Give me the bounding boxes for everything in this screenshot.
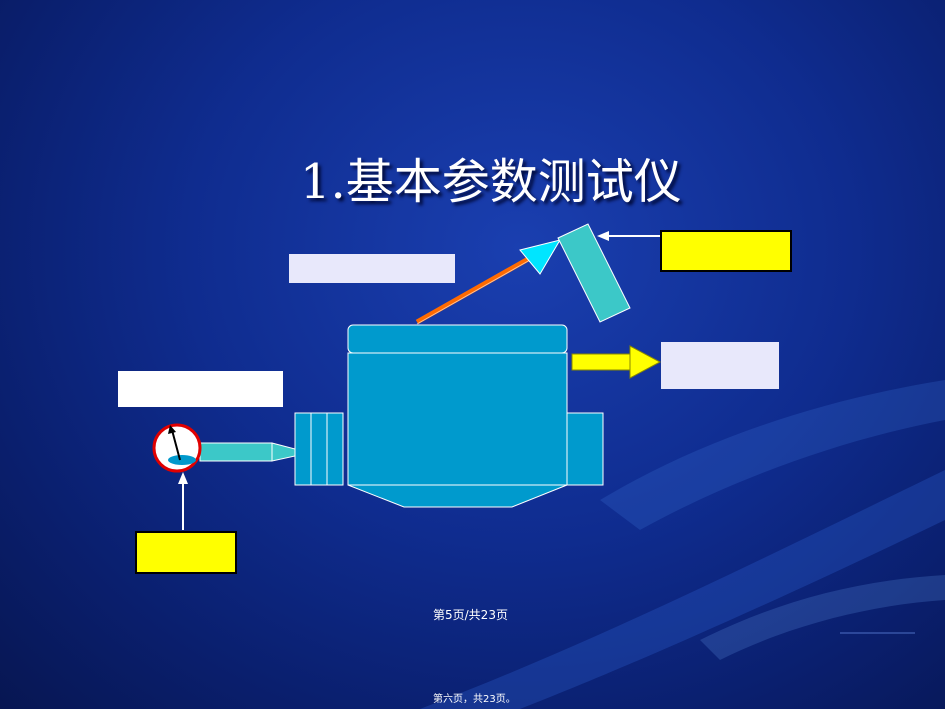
slide-title: 1.基本参数测试仪	[300, 154, 682, 210]
machine-lid	[347, 324, 568, 354]
yellow-box-top-right	[660, 230, 792, 272]
nozzle-pipe	[199, 442, 273, 462]
sensor-beam-line	[415, 255, 532, 325]
label-box-right	[661, 342, 779, 389]
machine-left-connector	[294, 412, 344, 486]
label-box-left	[118, 371, 283, 407]
sensor-head	[519, 239, 562, 275]
yellow-box-bottom-left	[135, 531, 237, 574]
machine-body	[347, 352, 568, 486]
arrow-right-icon	[571, 345, 662, 379]
machine-right-block	[566, 412, 604, 486]
nozzle-tip	[271, 442, 296, 462]
page-indicator: 第5页/共23页	[433, 608, 508, 622]
page-footer: 第六页，共23页。	[433, 694, 516, 705]
label-box-beam	[289, 254, 455, 283]
pressure-gauge-icon	[152, 423, 202, 473]
machine-base	[347, 484, 568, 508]
sensor-panel	[557, 223, 631, 323]
